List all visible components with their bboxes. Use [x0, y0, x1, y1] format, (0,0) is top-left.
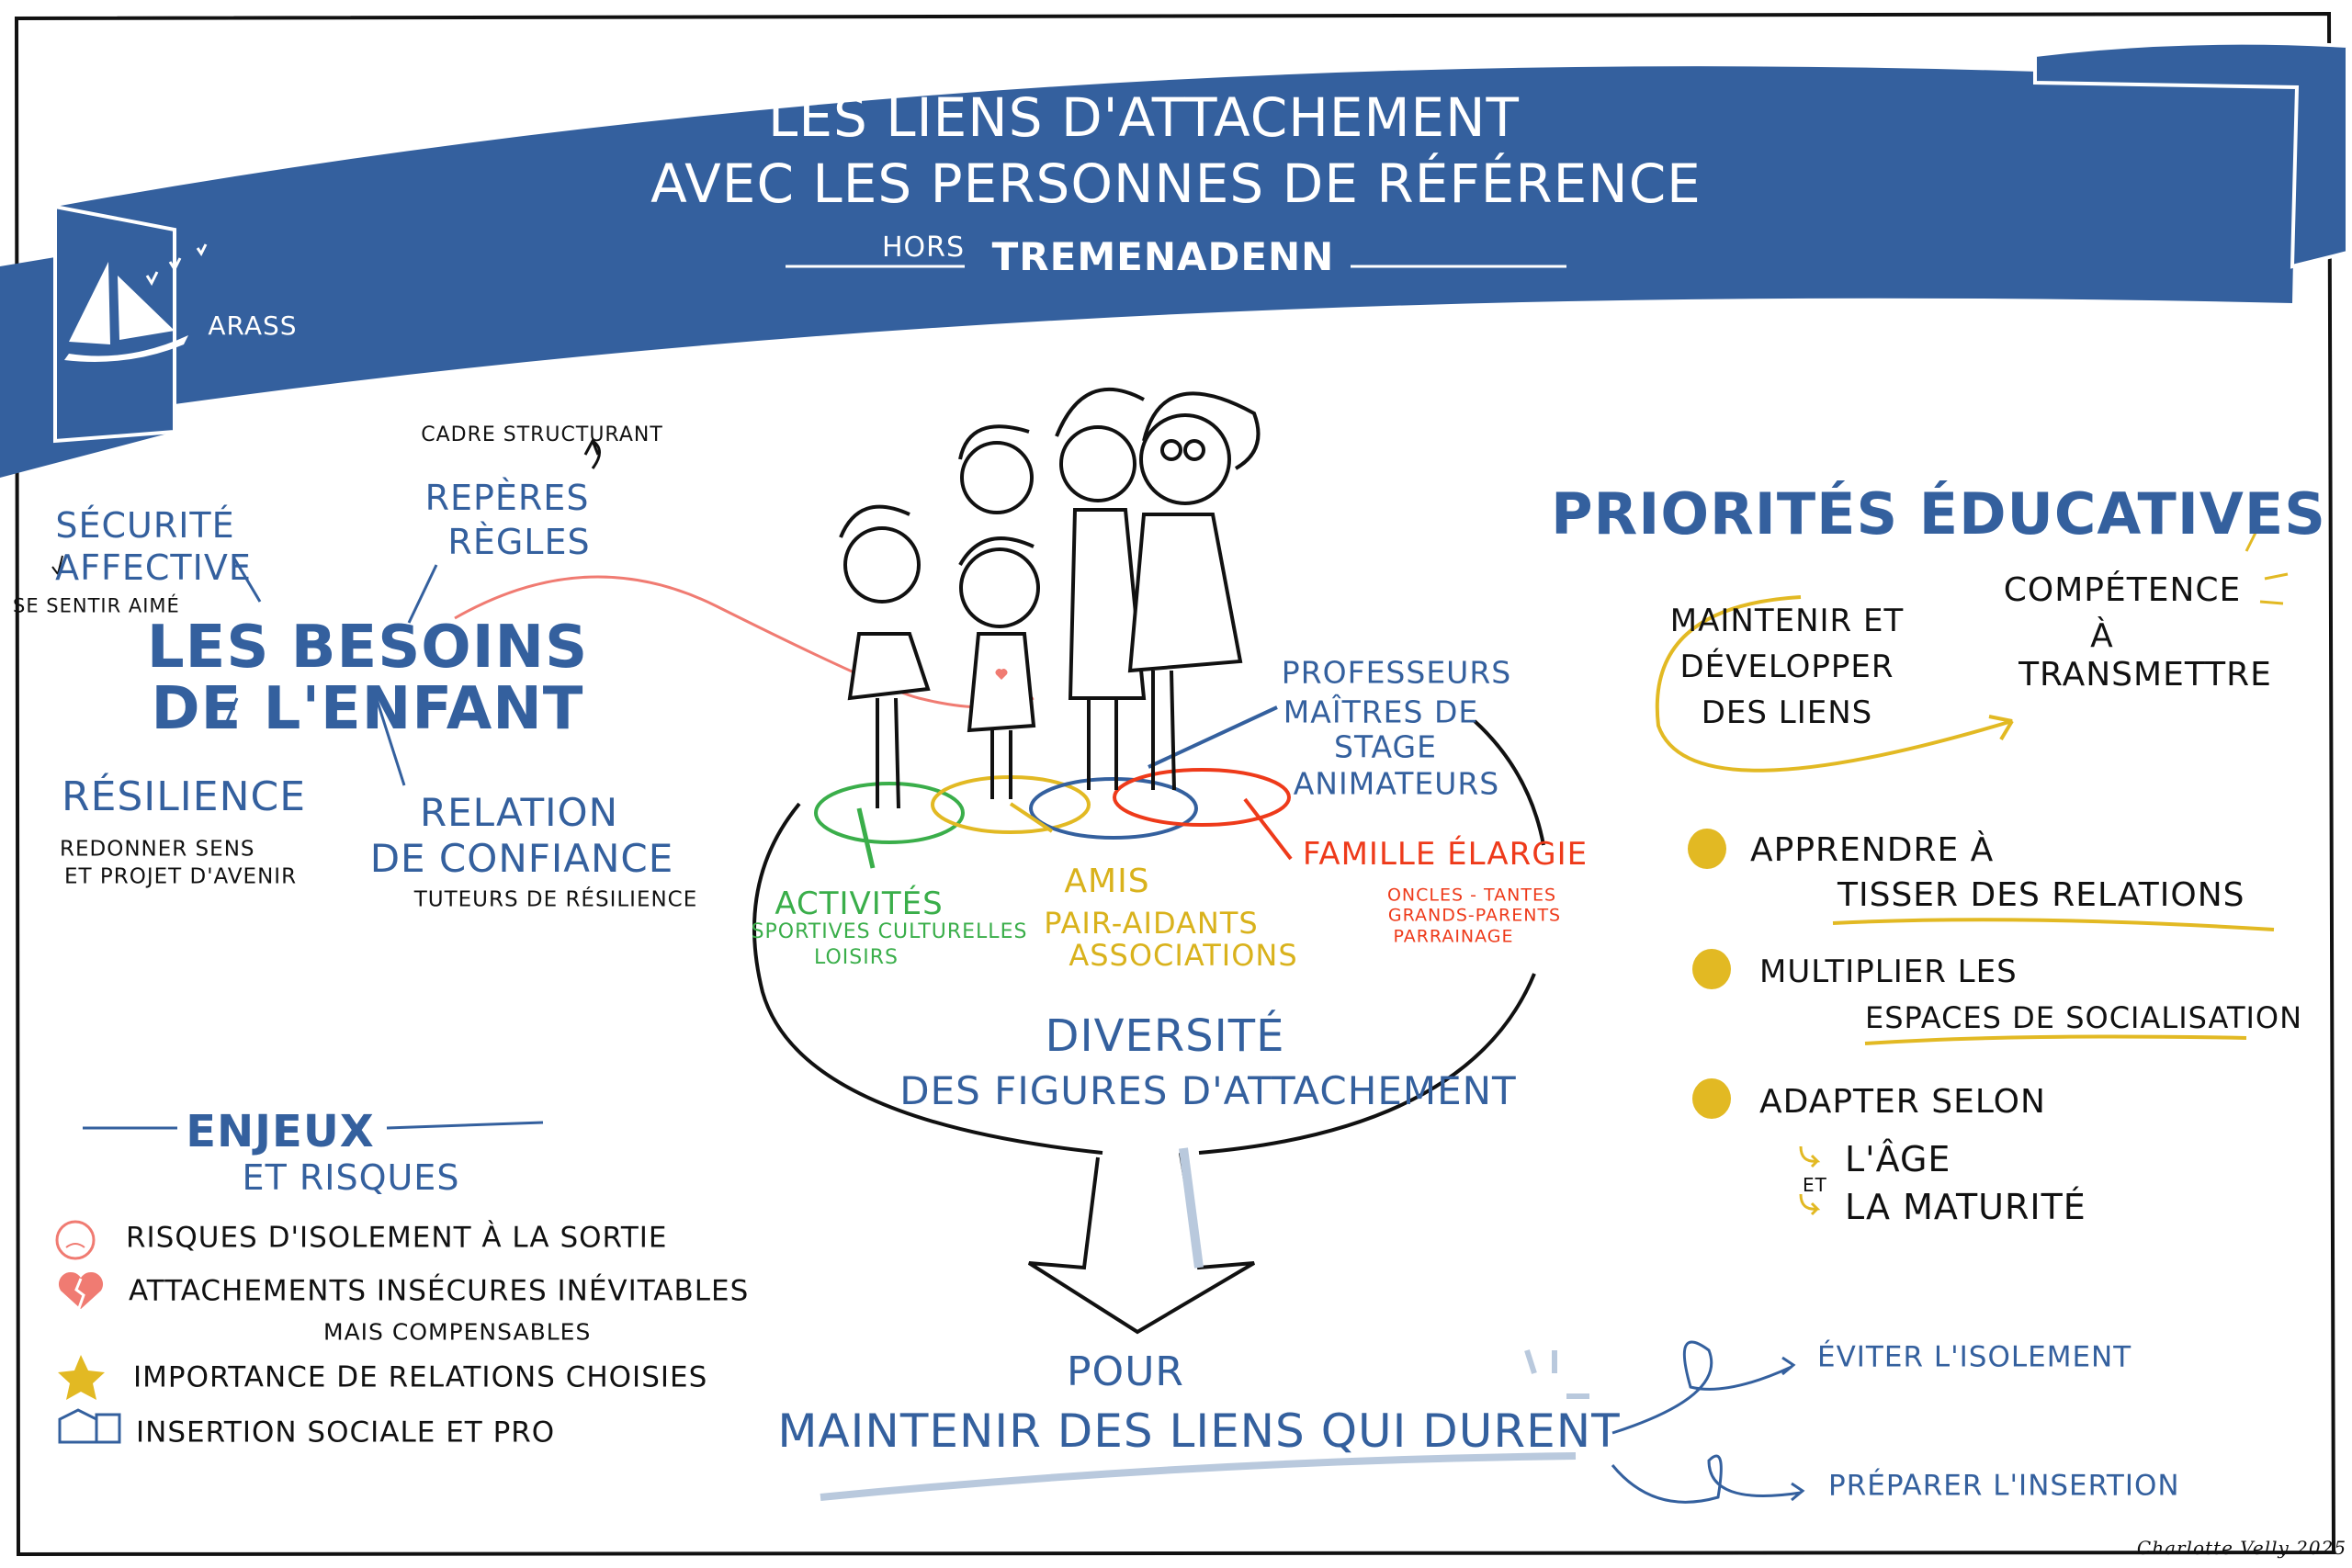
cadre-structurant: Cadre structurant: [421, 423, 663, 446]
famille-sub1: oncles - tantes: [1386, 885, 1557, 906]
logo-text: ARASS: [208, 310, 298, 341]
preparer-insertion: Préparer l'insertion: [1828, 1469, 2180, 1503]
down-arrow: [1027, 1152, 1256, 1335]
enjeux-item: Attachements insécures inévitables: [129, 1274, 750, 1308]
amis-sub2: associations: [1069, 938, 1298, 973]
amis-sub1: pair-aidants: [1044, 906, 1259, 941]
besoins-title1: Les besoins: [146, 614, 589, 682]
des-figures: des figures d'attachement: [899, 1068, 1517, 1113]
item3a: Adapter selon: [1759, 1083, 2046, 1121]
competence: Compétence: [2003, 571, 2242, 609]
se-sentir-aime: Se sentir aimé: [13, 594, 180, 617]
pour: Pour: [1067, 1348, 1184, 1395]
stage: stage: [1334, 728, 1437, 765]
relation: Relation: [419, 790, 619, 835]
item1a: Apprendre à: [1750, 831, 1995, 869]
frame-border: [14, 11, 2336, 1557]
affective: affective: [55, 547, 252, 588]
diversite: Diversité: [1045, 1010, 1285, 1062]
header-banner: [0, 66, 2297, 478]
bullet-dots: [1688, 829, 1731, 1119]
header-place: Tremenadenn: [991, 234, 1335, 279]
header-title-line1: Les liens d'attachement: [768, 86, 1520, 149]
tuteurs-resilience: Tuteurs de résilience: [413, 887, 698, 912]
enjeux-item-sub: mais compensables: [323, 1318, 592, 1346]
signature: Charlotte Velly 2025: [2136, 1537, 2347, 1559]
header-title-line2: avec les personnes de référence: [650, 152, 1702, 215]
enjeux-icons: [55, 1220, 121, 1444]
item1b: tisser des relations: [1838, 876, 2245, 914]
famille-sub2: grands-parents: [1387, 905, 1562, 926]
projet-avenir: et projet d'avenir: [64, 864, 298, 889]
redonner-sens: Redonner sens: [60, 837, 255, 862]
transmettre: transmettre: [2018, 656, 2272, 694]
amis: Amis: [1064, 863, 1150, 900]
maintenir-et: Maintenir et: [1669, 603, 1905, 639]
reperes: Repères: [424, 478, 590, 518]
famille-sub3: parrainage: [1393, 926, 1514, 947]
enjeux-subtitle: et risques: [242, 1157, 460, 1198]
header-hors: Hors: [881, 231, 966, 264]
eviter-isolement: Éviter l'isolement: [1817, 1340, 2132, 1374]
activites-sub1: sportives culturelles: [751, 920, 1028, 943]
enjeux-item: Insertion sociale et pro: [136, 1416, 556, 1450]
animateurs: animateurs: [1293, 765, 1500, 802]
professeurs: Professeurs: [1281, 654, 1512, 691]
des-liens: des liens: [1701, 694, 1873, 731]
famille-elargie: Famille élargie: [1302, 836, 1589, 873]
item3b: l'âge: [1845, 1139, 1951, 1179]
banner-fold-right: [2033, 40, 2349, 269]
boat-logo-icon: [64, 243, 208, 362]
people-illustration: [839, 387, 1261, 809]
maitres-de: maîtres de: [1283, 694, 1479, 730]
enjeux-item: Risques d'isolement à la sortie: [126, 1221, 668, 1255]
securite: Sécurité: [55, 505, 235, 546]
item2b: espaces de socialisation: [1865, 1000, 2303, 1035]
priorites-title: Priorités éducatives: [1551, 480, 2326, 547]
item3-et: et: [1803, 1174, 1827, 1196]
activites: Activités: [775, 886, 944, 922]
item3c: la maturité: [1845, 1187, 2086, 1227]
besoins-title2: de l'enfant: [151, 675, 584, 743]
confiance: de confiance: [369, 836, 674, 881]
resilience: Résilience: [61, 773, 307, 820]
enjeux-item: Importance de relations choisies: [133, 1360, 708, 1394]
enjeux-title: Enjeux: [186, 1106, 375, 1157]
maintenir-liens: Maintenir des liens qui durent: [777, 1404, 1621, 1458]
activites-sub2: loisirs: [814, 946, 899, 969]
item2a: Multiplier les: [1759, 953, 2018, 990]
competence-a: à: [2090, 617, 2114, 655]
pink-thread: [454, 575, 1035, 709]
developper: développer: [1679, 649, 1894, 685]
regles: Règles: [447, 522, 591, 562]
